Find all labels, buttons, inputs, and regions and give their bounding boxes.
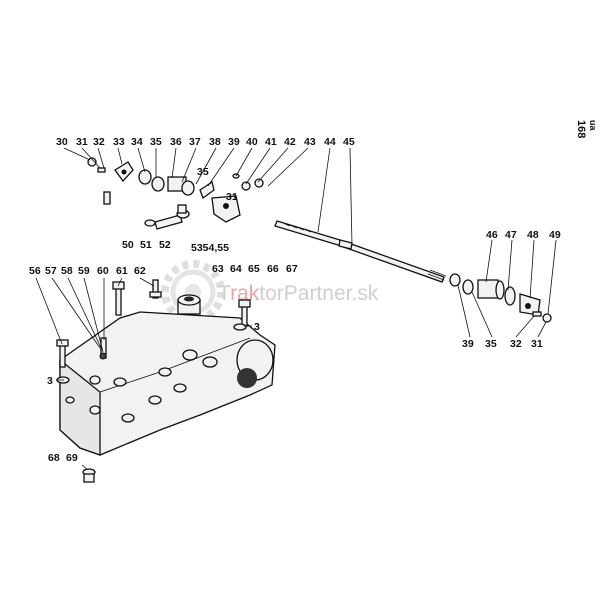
callout-40: 40 — [246, 136, 258, 148]
callout-57: 57 — [45, 265, 57, 277]
callout-39: 39 — [228, 136, 240, 148]
linkage-upper-left — [87, 157, 264, 223]
callout-64: 64 — [230, 263, 242, 275]
callout-69: 69 — [66, 452, 78, 464]
page-code: 168 ua — [575, 120, 598, 138]
callout-51: 51 — [140, 239, 152, 251]
callout-41: 41 — [265, 136, 277, 148]
linkage-right — [449, 273, 552, 323]
callout-67: 67 — [286, 263, 298, 275]
plug-68-69 — [82, 468, 96, 483]
callout-37: 37 — [189, 136, 201, 148]
watermark-text: TraktorPartner.sk — [218, 282, 379, 305]
callout-45: 45 — [343, 136, 355, 148]
callout-31: 31 — [76, 136, 88, 148]
leader-lines — [35, 147, 557, 471]
callout-35: 35 — [150, 136, 162, 148]
bolt-62 — [149, 279, 162, 299]
bolt-56 — [56, 339, 69, 368]
callout-50: 50 — [122, 239, 134, 251]
callout-46: 46 — [486, 229, 498, 241]
callout-38: 38 — [209, 136, 221, 148]
callout-33: 33 — [113, 136, 125, 148]
callout-66: 66 — [267, 263, 279, 275]
callout-61: 61 — [116, 265, 128, 277]
callout-31-mid: 31 — [226, 191, 238, 203]
callout-labels: 30 31 32 33 34 35 36 37 38 39 40 41 42 4… — [29, 136, 561, 464]
callout-32: 32 — [93, 136, 105, 148]
callout-62: 62 — [134, 265, 146, 277]
callout-63: 63 — [212, 263, 224, 275]
callout-60: 60 — [97, 265, 109, 277]
callout-3-left: 3 — [47, 375, 53, 387]
washer-3b — [233, 323, 247, 331]
callout-48: 48 — [527, 229, 539, 241]
callout-31-right: 31 — [531, 338, 543, 350]
callout-53-55: 5354,55 — [191, 242, 229, 254]
callout-32-right: 32 — [510, 338, 522, 350]
callout-58: 58 — [61, 265, 73, 277]
callout-39-right: 39 — [462, 338, 474, 350]
callout-47: 47 — [505, 229, 517, 241]
callout-34: 34 — [131, 136, 143, 148]
callout-3-right: 3 — [254, 321, 260, 333]
callout-35-mid: 35 — [197, 166, 209, 178]
callout-59: 59 — [78, 265, 90, 277]
page-code-main: 168 — [575, 120, 587, 138]
bolt-61 — [112, 281, 125, 316]
callout-42: 42 — [284, 136, 296, 148]
page-code-sub: ua — [588, 120, 598, 131]
control-shaft-44-45 — [274, 220, 447, 283]
callout-43: 43 — [304, 136, 316, 148]
callout-30: 30 — [56, 136, 68, 148]
callout-56: 56 — [29, 265, 41, 277]
callout-44: 44 — [324, 136, 336, 148]
callout-36: 36 — [170, 136, 182, 148]
valve-housing — [59, 294, 276, 456]
callout-52: 52 — [159, 239, 171, 251]
callout-49: 49 — [549, 229, 561, 241]
callout-68: 68 — [48, 452, 60, 464]
piston-50-52 — [144, 204, 190, 230]
callout-65: 65 — [248, 263, 260, 275]
callout-35-right: 35 — [485, 338, 497, 350]
